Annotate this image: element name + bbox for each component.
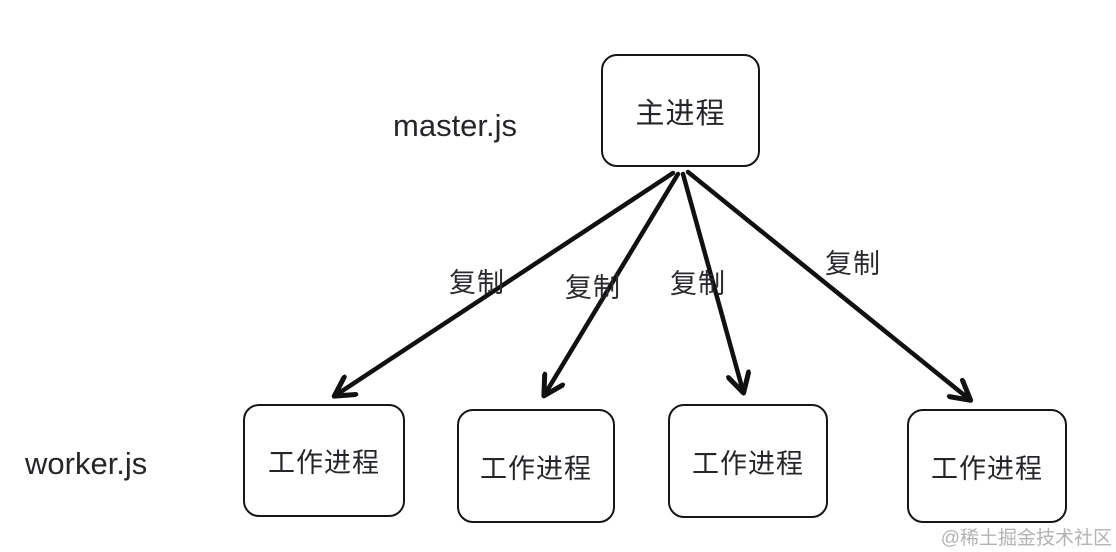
worker-process-node-2: 工作进程 [457, 409, 615, 523]
worker-process-label: 工作进程 [692, 448, 804, 479]
master-file-label: master.js [393, 108, 518, 143]
worker-process-node-1: 工作进程 [243, 404, 405, 517]
worker-process-label: 工作进程 [931, 453, 1043, 484]
edge-label-fork-1: 复制 [449, 268, 505, 298]
worker-process-label: 工作进程 [268, 448, 380, 478]
fork-arrow-2 [545, 171, 681, 394]
fork-arrow-1 [336, 170, 676, 395]
master-process-node: 主进程 [601, 54, 760, 167]
edge-label-fork-4: 复制 [825, 249, 881, 279]
edge-label-fork-3: 复制 [670, 269, 726, 299]
master-process-label: 主进程 [635, 97, 726, 130]
worker-file-label: worker.js [25, 446, 148, 481]
worker-process-node-4: 工作进程 [907, 409, 1067, 523]
worker-process-node-3: 工作进程 [668, 404, 828, 518]
fork-arrow-4 [685, 169, 969, 399]
worker-process-label: 工作进程 [480, 453, 592, 484]
fork-arrow-3 [680, 171, 743, 391]
edge-label-fork-2: 复制 [565, 273, 621, 303]
watermark: @稀土掘金技术社区 [940, 528, 1112, 549]
